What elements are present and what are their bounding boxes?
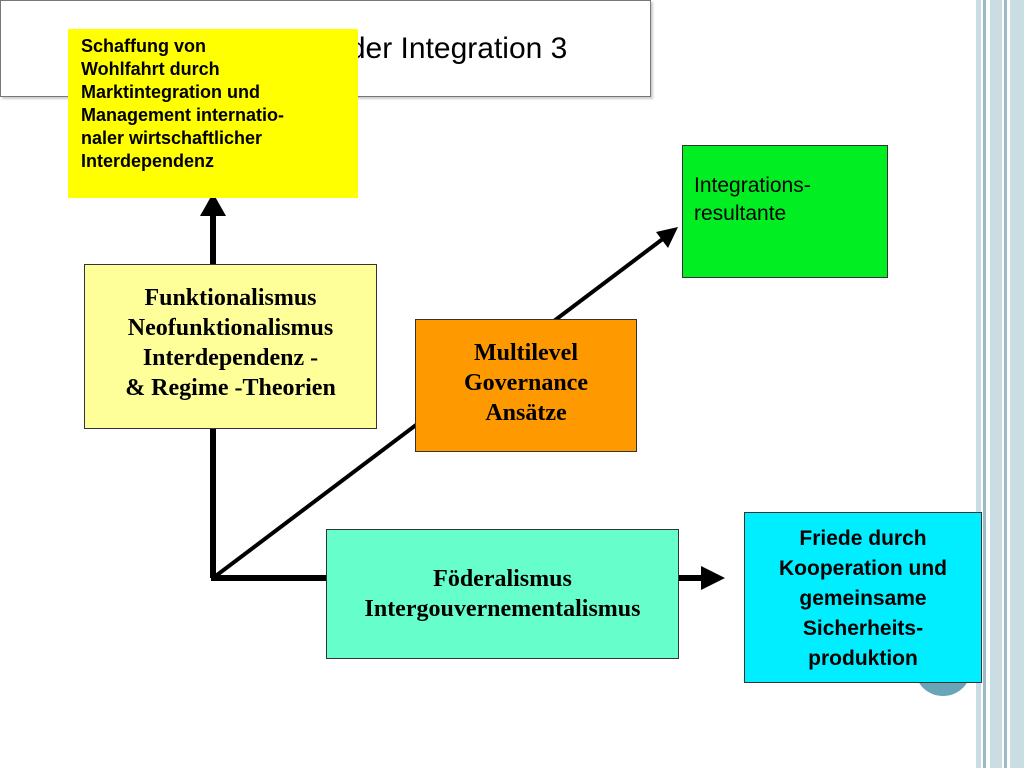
friede-line: Kooperation und: [779, 557, 947, 580]
wohlfahrt-line: Wohlfahrt durch: [81, 59, 220, 79]
friede-line: produktion: [808, 647, 918, 670]
friede-line: Sicherheits-: [802, 617, 924, 640]
friede-line: Friede durch: [799, 527, 927, 550]
integrationsresultante-box: Integrations- resultante: [682, 145, 888, 278]
wohlfahrt-line: Interdependenz: [81, 151, 215, 171]
friede-line: gemeinsame: [799, 587, 927, 610]
integration-line: Integrations-: [694, 174, 811, 197]
multilevel-line: Multilevel: [474, 340, 578, 366]
foederalismus-line: Föderalismus: [433, 566, 572, 592]
wohlfahrt-line: Marktintegration und: [81, 82, 260, 102]
wohlfahrt-line: Management internatio-: [81, 105, 285, 125]
multilevel-line: Governance: [464, 370, 588, 396]
wohlfahrt-box: Schaffung von Wohlfahrt durch Marktinteg…: [68, 29, 358, 198]
funktionalismus-line: Funktionalismus: [144, 285, 317, 311]
funktionalismus-box: Funktionalismus Neofunktionalismus Inter…: [84, 264, 377, 429]
funktionalismus-line: Interdependenz -: [142, 345, 319, 371]
integration-line: resultante: [694, 202, 787, 225]
multilevel-governance-box: Multilevel Governance Ansätze: [415, 319, 637, 452]
foederalismus-line: Intergouvernementalismus: [364, 596, 641, 622]
wohlfahrt-line: naler wirtschaftlicher: [81, 128, 263, 148]
funktionalismus-line: Neofunktionalismus: [127, 315, 334, 341]
friede-box: Friede durch Kooperation und gemeinsame …: [744, 512, 982, 683]
wohlfahrt-line: Schaffung von: [81, 36, 206, 56]
multilevel-line: Ansätze: [485, 400, 567, 426]
foederalismus-box: Föderalismus Intergouvernementalismus: [326, 529, 679, 659]
funktionalismus-line: & Regime -Theorien: [125, 375, 336, 401]
decorative-stripes: [976, 0, 1024, 768]
